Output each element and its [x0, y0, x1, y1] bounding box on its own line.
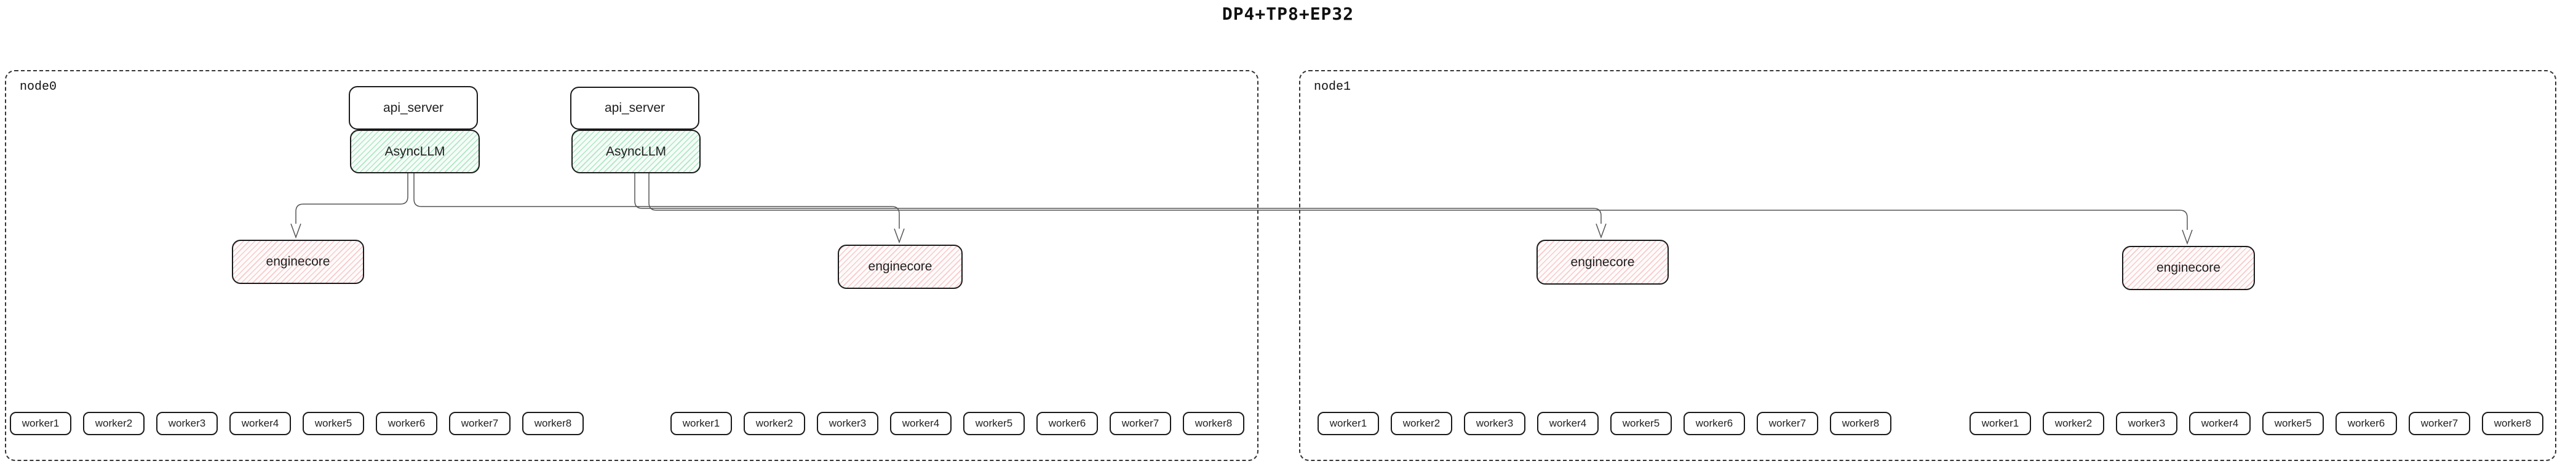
worker-label: worker3 [829, 417, 867, 429]
worker-label: worker3 [168, 417, 206, 429]
worker-box: worker3 [1464, 412, 1525, 435]
enginecore-label: enginecore [2157, 261, 2220, 275]
worker-label: worker6 [1048, 417, 1086, 429]
worker-box: worker6 [376, 412, 437, 435]
enginecore-label: enginecore [868, 259, 932, 274]
worker-box: worker2 [1391, 412, 1452, 435]
worker-box: worker1 [670, 412, 732, 435]
worker-label: worker4 [2201, 417, 2239, 429]
api-server-box-2: api_server [570, 87, 699, 130]
worker-box: worker4 [1537, 412, 1599, 435]
worker-box: worker4 [2189, 412, 2251, 435]
worker-label: worker1 [1981, 417, 2019, 429]
worker-label: worker5 [975, 417, 1013, 429]
worker-box: worker1 [1318, 412, 1379, 435]
worker-label: worker8 [2494, 417, 2532, 429]
worker-label: worker4 [241, 417, 279, 429]
worker-label: worker2 [1402, 417, 1441, 429]
worker-box: worker1 [10, 412, 71, 435]
worker-label: worker1 [1329, 417, 1367, 429]
api-server-box-1: api_server [349, 86, 478, 130]
worker-box: worker8 [1183, 412, 1244, 435]
worker-box: worker5 [2262, 412, 2324, 435]
diagram-title: DP4+TP8+EP32 [1222, 4, 1354, 24]
worker-box: worker5 [303, 412, 364, 435]
worker-box: worker7 [1110, 412, 1171, 435]
worker-label: worker6 [2347, 417, 2385, 429]
worker-label: worker7 [1121, 417, 1159, 429]
worker-label: worker7 [1768, 417, 1807, 429]
worker-label: worker8 [1195, 417, 1233, 429]
worker-label: worker8 [534, 417, 572, 429]
worker-box: worker1 [1970, 412, 2031, 435]
api-server-label: api_server [604, 101, 666, 115]
enginecore-box-3: enginecore [1536, 240, 1669, 285]
worker-box: worker3 [156, 412, 218, 435]
worker-box: worker2 [744, 412, 805, 435]
worker-label: worker7 [2420, 417, 2459, 429]
enginecore-box-1: enginecore [232, 240, 364, 284]
enginecore-label: enginecore [266, 254, 330, 269]
worker-label: worker2 [755, 417, 793, 429]
worker-label: worker4 [902, 417, 940, 429]
worker-box: worker3 [817, 412, 878, 435]
worker-box: worker8 [522, 412, 584, 435]
worker-label: worker2 [95, 417, 133, 429]
worker-box: worker4 [229, 412, 291, 435]
worker-box: worker7 [449, 412, 511, 435]
worker-box: worker5 [963, 412, 1025, 435]
worker-box: worker5 [1610, 412, 1672, 435]
api-server-label: api_server [383, 100, 444, 115]
worker-box: worker3 [2116, 412, 2177, 435]
worker-label: worker5 [1622, 417, 1660, 429]
worker-box: worker4 [890, 412, 952, 435]
worker-box: worker8 [1830, 412, 1891, 435]
worker-label: worker8 [1842, 417, 1880, 429]
asyncllm-label: AsyncLLM [384, 144, 445, 159]
worker-label: worker5 [2274, 417, 2312, 429]
node0-container: node0 api_server AsyncLLM api_server Asy… [5, 70, 1258, 461]
worker-label: worker1 [682, 417, 720, 429]
worker-box: worker6 [1036, 412, 1098, 435]
asyncllm-box-2: AsyncLLM [571, 130, 701, 173]
worker-label: worker7 [461, 417, 499, 429]
asyncllm-box-1: AsyncLLM [350, 130, 480, 173]
enginecore-label: enginecore [1570, 254, 1635, 269]
worker-box: worker2 [2043, 412, 2104, 435]
worker-label: worker3 [2128, 417, 2166, 429]
worker-label: worker2 [2054, 417, 2093, 429]
node1-label: node1 [1314, 80, 1351, 94]
worker-label: worker1 [22, 417, 60, 429]
worker-label: worker3 [1476, 417, 1514, 429]
node0-label: node0 [20, 80, 57, 94]
worker-label: worker6 [388, 417, 426, 429]
worker-label: worker4 [1549, 417, 1587, 429]
enginecore-box-2: enginecore [838, 245, 963, 289]
node1-container: node1 enginecore enginecore worker1 work… [1299, 70, 2556, 461]
worker-box: worker2 [83, 412, 145, 435]
worker-label: worker6 [1695, 417, 1733, 429]
worker-label: worker5 [314, 417, 352, 429]
worker-box: worker6 [2335, 412, 2397, 435]
worker-box: worker8 [2482, 412, 2543, 435]
worker-box: worker6 [1684, 412, 1745, 435]
enginecore-box-4: enginecore [2122, 246, 2255, 290]
asyncllm-label: AsyncLLM [605, 144, 667, 159]
worker-box: worker7 [2409, 412, 2470, 435]
worker-box: worker7 [1757, 412, 1818, 435]
